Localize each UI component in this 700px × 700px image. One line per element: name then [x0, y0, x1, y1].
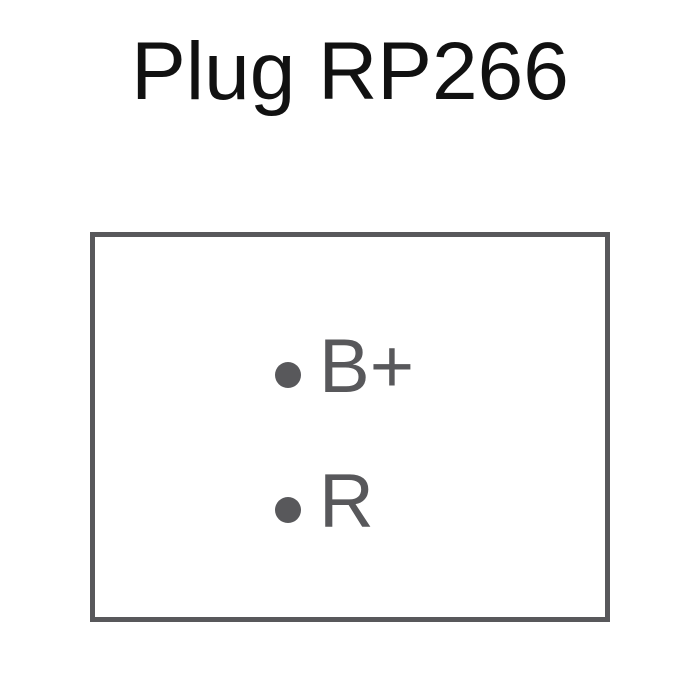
diagram-title: Plug RP266: [131, 26, 569, 117]
pin-dot-icon: [275, 362, 301, 388]
pin-label: R: [319, 459, 374, 544]
plug-outline: B+ R: [90, 232, 610, 622]
pin-r: R: [275, 462, 374, 542]
pin-b-plus: B+: [275, 327, 414, 407]
pin-label: B+: [319, 324, 415, 409]
pin-dot-icon: [275, 497, 301, 523]
